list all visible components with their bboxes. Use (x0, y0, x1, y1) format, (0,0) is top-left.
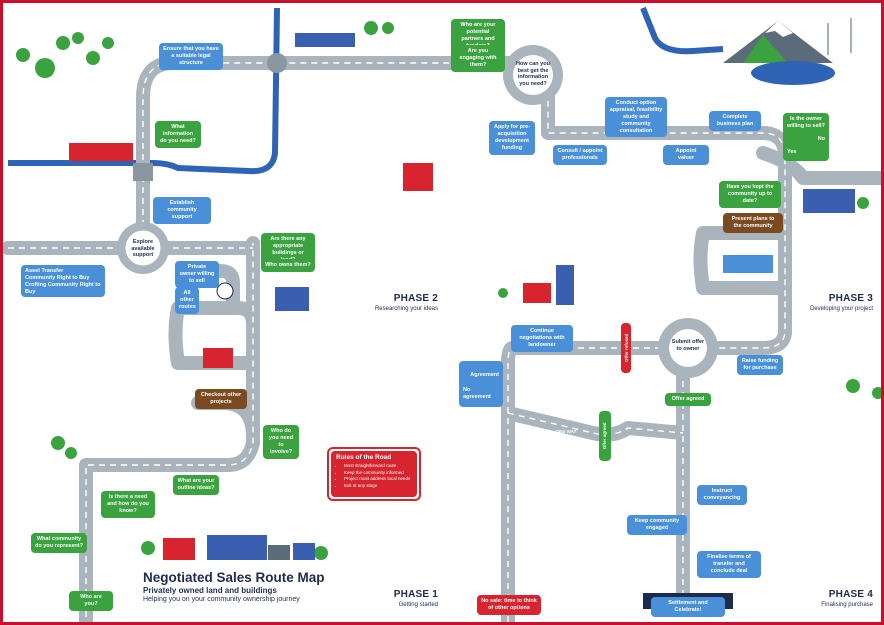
map-tagline: Helping you on your community ownership … (143, 596, 300, 603)
step-what-information: What information do you need? (155, 121, 201, 148)
rule-item: Most straightforward route (344, 463, 412, 470)
agreement-label: Agreement (470, 372, 499, 378)
phase-4-label: PHASE 4 Finalising purchase (773, 589, 873, 608)
sign-checkout-projects: Checkout other projects (195, 389, 247, 409)
offer-refused-label: Offer refused (624, 333, 630, 362)
phase-1-label: PHASE 1 Getting started (338, 589, 438, 608)
step-instruct-conveyancing: Instruct conveyancing (697, 485, 747, 505)
sign-no-sale: No sale: time to think of other options (477, 595, 541, 615)
roundabout-submit (658, 318, 718, 378)
phase-4-subtitle: Finalising purchase (821, 602, 873, 608)
roundabout-explore-label: Explore available support (131, 239, 155, 259)
step-kept-up-to-date: Have you kept the community up to date? (719, 181, 781, 208)
offer-agreed-vertical-label: Offer agreed (602, 422, 608, 450)
bridge-river (133, 163, 153, 181)
phase-2-title: PHASE 2 (393, 293, 438, 304)
asset-transfer-item: Asset Transfer (25, 268, 64, 274)
buildings (69, 33, 855, 560)
mini-roundabout (216, 282, 234, 300)
bridge (267, 53, 287, 73)
rules-title: Rules of the Road (336, 454, 392, 461)
right-to-buy-item: Community Right to Buy (25, 274, 90, 281)
step-establish-support: Establish community support (153, 197, 211, 224)
phase-3-subtitle: Developing your project (809, 306, 873, 312)
map-title-block: Negotiated Sales Route Map Privately own… (143, 570, 325, 603)
step-pre-acquisition: Apply for pre-acquisition development fu… (489, 121, 535, 155)
rule-item: Keep the community informed (344, 470, 412, 477)
rule-item: Exit at any stage (344, 483, 412, 490)
owner-willing-yes: Yes (787, 148, 797, 155)
list-transfer-routes: Asset Transfer Community Right to Buy Cr… (21, 265, 105, 297)
step-private-owner: Private owner willing to sell (175, 261, 219, 288)
rules-of-the-road: Rules of the Road Most straightforward r… (327, 447, 421, 501)
one-way-sign: ONE WAY (555, 429, 577, 434)
roundabout-information-label: How can you best get the information you… (516, 61, 550, 87)
trees (16, 21, 881, 560)
river-left (8, 7, 280, 175)
step-all-other-routes: All other routes (175, 287, 199, 314)
roundabout-explore (117, 222, 169, 274)
step-raise-funding: Raise funding for purchase (737, 355, 783, 375)
step-owner-willing: Is the owner willing to sell? No Yes (783, 113, 829, 161)
step-outline-ideas: What are your outline ideas? (173, 475, 219, 495)
step-business-plan: Complete business plan (709, 111, 761, 131)
step-conduct-appraisal: Conduct option appraisal, feasibility st… (605, 97, 667, 138)
mountain-scene (723, 18, 852, 85)
phase-2-subtitle: Researching your ideas (374, 306, 438, 312)
step-keep-engaged: Keep community engaged (627, 515, 687, 535)
sign-agreement: Agreement No agreement (459, 361, 503, 407)
roundabout-information (503, 45, 563, 105)
no-agreement-label: No agreement (463, 386, 491, 400)
phase-2-label: PHASE 2 Researching your ideas (338, 293, 438, 312)
sign-offer-agreed: Offer agreed (665, 393, 711, 406)
step-need-and-how: Is there a need and how do you know? (101, 491, 155, 518)
step-continue-negotiations: Continue negotiations with landowner (511, 325, 573, 352)
road-network (3, 56, 881, 622)
sign-offer-refused: Offer refused (621, 323, 631, 373)
sign-offer-agreed-vertical: Offer agreed (599, 411, 611, 461)
step-what-community: What community do you represent? (31, 533, 87, 553)
step-appoint-valuer: Appoint valuer (663, 145, 709, 165)
map-subtitle: Privately owned land and buildings (143, 586, 277, 595)
rule-item: Project must address local needs (344, 476, 412, 483)
phase-4-title: PHASE 4 (828, 589, 873, 600)
roundabout-submit-label: Submit offer to owner (671, 339, 705, 352)
phase-3-title: PHASE 3 (828, 293, 873, 304)
step-who-owns: Who owns them? (261, 259, 315, 272)
owner-willing-no: No (817, 135, 825, 142)
step-finalise-terms: Finalise terms of transfer and conclude … (697, 551, 761, 578)
phase-3-label: PHASE 3 Developing your project (773, 293, 873, 312)
step-settlement: Settlement and Celebrate! (651, 597, 725, 617)
step-consult-professionals: Consult / appoint professionals (553, 145, 607, 165)
step-legal-structure: Ensure that you have a suitable legal st… (159, 43, 223, 70)
phase-1-title: PHASE 1 (393, 589, 438, 600)
step-engaging: Are you engaging with them? (451, 45, 505, 72)
owner-willing-question: Is the owner willing to sell? (787, 116, 825, 129)
step-who-involve: Who do you need to involve? (263, 425, 299, 459)
phase-1-subtitle: Getting started (398, 602, 438, 608)
step-who-are-you: Who are you? (69, 591, 113, 611)
map-roads (3, 6, 881, 622)
map-title: Negotiated Sales Route Map (143, 570, 325, 585)
sign-present-plans: Present plans to the community (723, 213, 783, 233)
crofting-item: Crofting Community Right to Buy (25, 281, 101, 295)
river-right (640, 6, 724, 55)
rules-list: Most straightforward route Keep the comm… (336, 463, 412, 489)
